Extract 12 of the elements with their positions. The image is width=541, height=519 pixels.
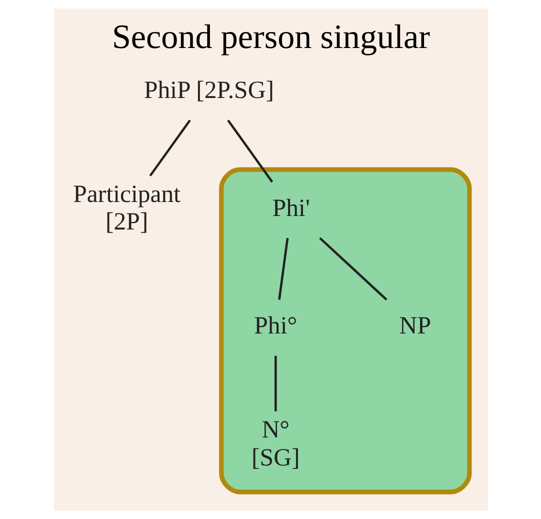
cluster [218, 167, 472, 494]
node-text: N° [SG] [251, 416, 300, 472]
node-text: Phi' [272, 194, 310, 222]
connector [148, 120, 190, 176]
node-text: PhiP [2P.SG] [143, 76, 274, 104]
node-text: NP [398, 312, 430, 340]
node-text: Phi° [254, 312, 297, 340]
connector [318, 237, 387, 301]
connector [278, 238, 288, 300]
node-text: Participant [2P] [72, 180, 180, 236]
connector [274, 356, 276, 412]
diagram-title: Second person singular [111, 19, 430, 56]
